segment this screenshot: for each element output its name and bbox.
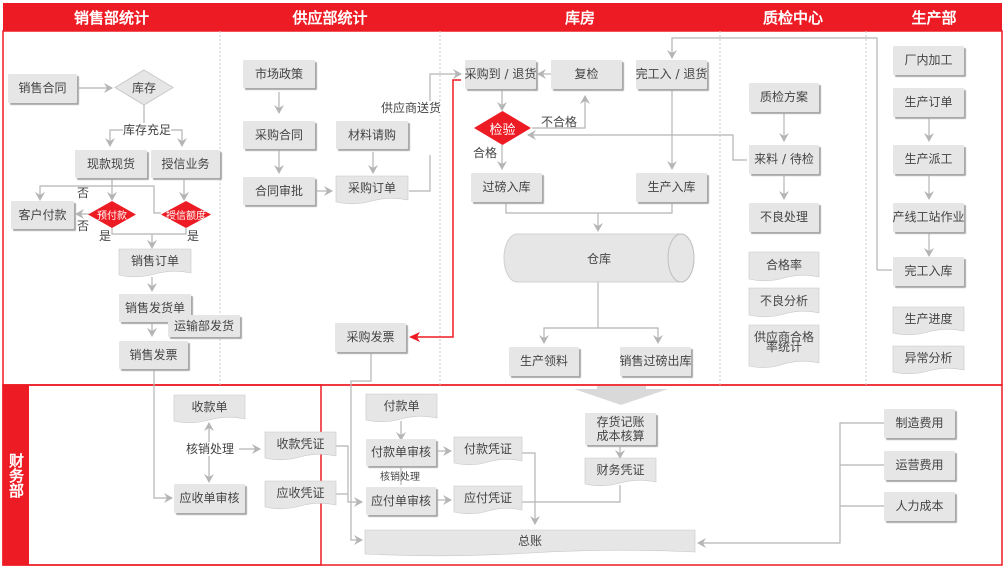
general-ledger-doc[interactable]: 总账 — [364, 529, 696, 558]
defect-handling-box[interactable]: 不良处理 — [749, 203, 819, 232]
finance-voucher-doc[interactable]: 财务凭证 — [584, 457, 657, 488]
anomaly-doc[interactable]: 异常分析 — [892, 345, 965, 376]
pass-rate-doc[interactable]: 合格率 — [748, 251, 820, 283]
customer-payment-box[interactable]: 客户付款 — [11, 201, 74, 229]
qualified-label: 合格 — [473, 146, 498, 160]
purchase-invoice-box[interactable]: 采购发票 — [335, 323, 406, 352]
inspection-label: 检验 — [489, 122, 516, 138]
no-label: 否 — [77, 219, 90, 233]
inventory-costing-box[interactable]: 存货记账 成本核算 — [585, 413, 656, 445]
production-order-box[interactable]: 生产订单 — [893, 88, 964, 117]
purchase-arrival-box[interactable]: 采购到 / 退货 — [465, 60, 536, 89]
progress-doc[interactable]: 生产进度 — [892, 306, 965, 337]
stock-label: 库存 — [131, 81, 156, 95]
contract-approval-box[interactable]: 合同审批 — [243, 177, 315, 205]
writeoff-label: 核销处理 — [380, 472, 420, 483]
in-house-box[interactable]: 厂内加工 — [893, 46, 964, 75]
stock-enough-label: 库存充足 — [123, 123, 172, 137]
cash-goods-box[interactable]: 现款现货 — [75, 150, 147, 178]
payment-voucher-doc[interactable]: 付款凭证 — [453, 436, 523, 467]
purchase-order-doc[interactable]: 采购订单 — [335, 175, 409, 206]
header-warehouse: 库房 — [440, 3, 720, 31]
weigh-in-box[interactable]: 过磅入库 — [471, 173, 542, 202]
dispatch-box[interactable]: 生产派工 — [893, 145, 964, 174]
purchase-contract-box[interactable]: 采购合同 — [243, 121, 315, 149]
defect-analysis-doc[interactable]: 不良分析 — [748, 287, 820, 319]
transport-delivery-box[interactable]: 运输部发货 — [168, 315, 240, 337]
material-request-box[interactable]: 材料请购 — [336, 121, 408, 149]
header-supply: 供应部统计 — [220, 3, 440, 31]
credit-limit-label: 授信额度 — [166, 211, 206, 222]
warehouse-cylinder[interactable]: 仓库 — [503, 233, 695, 283]
payable-audit-box[interactable]: 应付单审核 — [366, 487, 436, 515]
recheck-box[interactable]: 复检 — [551, 60, 622, 89]
receivable-voucher-doc[interactable]: 应收凭证 — [264, 480, 337, 511]
header-qc: 质检中心 — [720, 3, 866, 31]
inspection-decision[interactable]: 检验 — [474, 111, 531, 145]
credit-limit-decision[interactable]: 授信额度 — [161, 201, 211, 228]
supplier-pass-rate-doc[interactable]: 供应商合格率统计 — [748, 324, 820, 370]
receipt-doc[interactable]: 收款单 — [173, 394, 246, 425]
sales-weigh-out-box[interactable]: 销售过磅出库 — [620, 347, 692, 376]
yes-label: 是 — [187, 229, 200, 243]
payable-voucher-doc[interactable]: 应付凭证 — [453, 485, 523, 516]
operating-cost-box[interactable]: 运营费用 — [884, 451, 955, 480]
receivable-audit-box[interactable]: 应收单审核 — [174, 484, 245, 513]
big-down-arrow — [574, 386, 668, 405]
line-station-box[interactable]: 产线工站作业 — [893, 203, 965, 232]
yes-label: 是 — [99, 229, 112, 243]
manufacturing-cost-box[interactable]: 制造费用 — [884, 409, 955, 438]
stock-decision[interactable]: 库存 — [114, 69, 174, 106]
header-production: 生产部 — [866, 3, 1002, 31]
no-label: 否 — [77, 186, 90, 200]
labor-cost-box[interactable]: 人力成本 — [884, 492, 955, 521]
production-in-box[interactable]: 生产入库 — [636, 173, 707, 202]
prepayment-label: 预付款 — [97, 211, 127, 222]
qc-plan-box[interactable]: 质检方案 — [749, 83, 819, 112]
credit-business-box[interactable]: 授信业务 — [151, 150, 220, 178]
header-finance: 财务部 — [3, 385, 29, 565]
finished-return-box[interactable]: 完工入 / 退货 — [636, 60, 707, 89]
payment-audit-box[interactable]: 付款单审核 — [366, 439, 436, 466]
incoming-box[interactable]: 来料 / 待检 — [749, 145, 819, 174]
finished-in-box[interactable]: 完工入库 — [893, 257, 964, 286]
market-policy-box[interactable]: 市场政策 — [243, 60, 315, 88]
prepayment-decision[interactable]: 预付款 — [88, 201, 136, 228]
sales-order-doc[interactable]: 销售订单 — [118, 248, 192, 279]
payment-doc[interactable]: 付款单 — [365, 393, 438, 424]
receipt-voucher-doc[interactable]: 收款凭证 — [264, 431, 337, 462]
warehouse-label: 仓库 — [586, 251, 611, 266]
writeoff-label: 核销处理 — [186, 442, 235, 456]
header-sales: 销售部统计 — [3, 3, 220, 31]
sales-invoice-box[interactable]: 销售发票 — [119, 341, 188, 369]
production-picking-box[interactable]: 生产领料 — [509, 347, 579, 376]
red-invoice-connector — [409, 79, 461, 342]
sales-contract-box[interactable]: 销售合同 — [8, 74, 77, 103]
unqualified-label: 不合格 — [541, 115, 578, 129]
supplier-delivery-label: 供应商送货 — [381, 101, 442, 115]
